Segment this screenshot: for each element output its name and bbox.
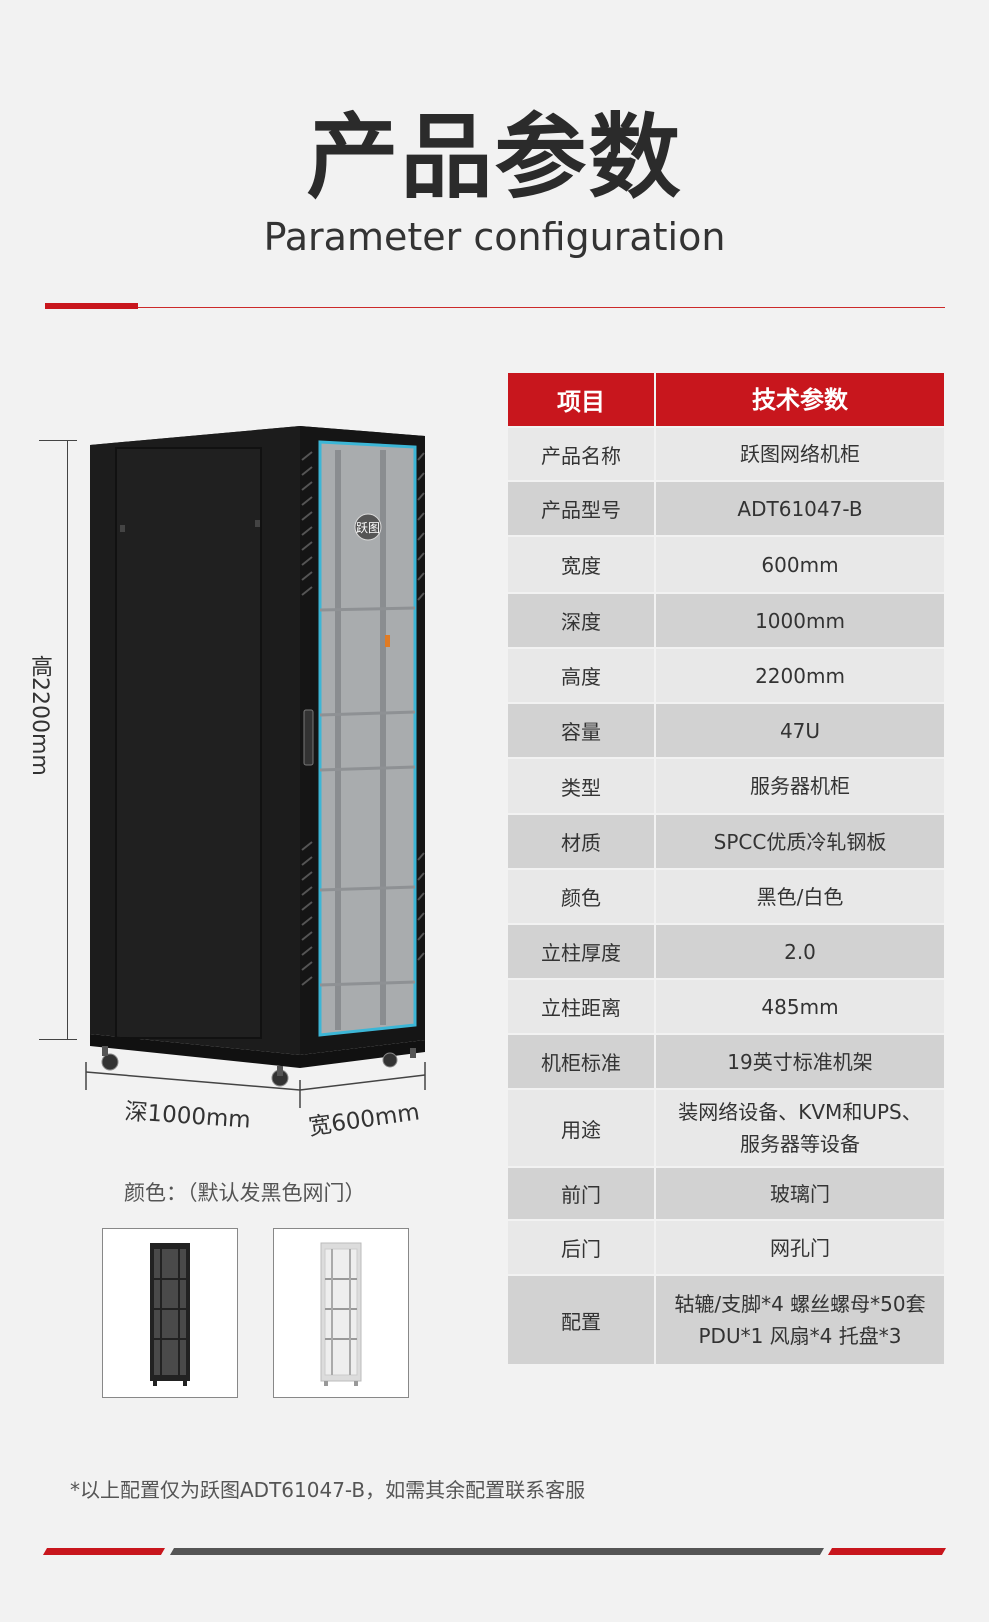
shelf-3 <box>319 765 416 772</box>
rail-marker <box>385 635 390 647</box>
spec-table: 项目 技术参数 产品名称 跃图网络机柜 产品型号 ADT61047-B 宽度 6… <box>508 373 944 1366</box>
footer-bar-gray <box>169 1548 825 1555</box>
door-handle <box>303 709 314 766</box>
white-cabinet-thumbnail <box>320 1242 362 1386</box>
footnote: *以上配置仅为跃图ADT61047-B，如需其余配置联系客服 <box>70 1478 586 1502</box>
table-row: 机柜标准 19英寸标准机架 <box>508 1035 944 1088</box>
side-hinge-2 <box>255 520 260 527</box>
base-dimension-lines <box>85 1062 426 1108</box>
table-row: 用途 装网络设备、KVM和UPS、服务器等设备 <box>508 1090 944 1166</box>
brand-logo-icon <box>354 513 382 541</box>
black-cabinet-thumbnail <box>150 1243 190 1386</box>
shelf-5 <box>319 980 416 987</box>
height-dimension-line <box>67 440 68 1039</box>
title-divider-accent <box>45 303 138 309</box>
table-row: 立柱厚度 2.0 <box>508 925 944 978</box>
leveling-feet <box>102 1046 416 1076</box>
spec-table-header: 项目 技术参数 <box>508 373 944 426</box>
color-option-white[interactable] <box>273 1228 409 1398</box>
header-item: 项目 <box>508 373 654 426</box>
height-dimension-top-tick <box>39 440 77 441</box>
table-row: 高度 2200mm <box>508 649 944 702</box>
height-dimension-bottom-tick <box>39 1039 77 1040</box>
rail-right <box>380 450 386 1025</box>
cabinet-door-edge <box>318 440 417 1037</box>
table-row: 配置 轱辘/支脚*4 螺丝螺母*50套 PDU*1 风扇*4 托盘*3 <box>508 1276 944 1364</box>
height-label: 高2200mm <box>27 654 52 776</box>
footer-bar-red-right <box>827 1548 947 1555</box>
cabinet-base <box>90 1034 425 1068</box>
brand-logo-text: 跃图 <box>356 521 380 535</box>
caster-wheels <box>101 1052 398 1087</box>
cabinet-side-inset <box>115 447 262 1039</box>
table-row: 前门 玻璃门 <box>508 1168 944 1219</box>
front-vents-right <box>417 452 425 961</box>
table-row: 后门 网孔门 <box>508 1221 944 1274</box>
table-row: 立柱距离 485mm <box>508 980 944 1033</box>
table-row: 容量 47U <box>508 704 944 757</box>
rail-left <box>335 450 341 1030</box>
table-row: 深度 1000mm <box>508 594 944 647</box>
color-options-label: 颜色：（默认发黑色网门） <box>124 1181 366 1205</box>
color-option-black[interactable] <box>102 1228 238 1398</box>
table-row: 宽度 600mm <box>508 537 944 592</box>
cabinet-image: 跃图 <box>90 426 425 1087</box>
shelf-2 <box>319 710 416 717</box>
table-row: 类型 服务器机柜 <box>508 759 944 813</box>
page-subtitle: Parameter configuration <box>263 215 726 259</box>
footer-bar-red-left <box>42 1548 166 1555</box>
page-title: 产品参数 <box>306 104 683 211</box>
front-vents-left <box>301 451 313 986</box>
shelf-1 <box>319 606 416 612</box>
header-spec: 技术参数 <box>656 373 944 426</box>
side-hinge-1 <box>120 525 125 532</box>
title-divider <box>45 307 945 308</box>
table-row: 产品名称 跃图网络机柜 <box>508 428 944 480</box>
table-row: 颜色 黑色/白色 <box>508 870 944 923</box>
shelf-4 <box>319 885 416 892</box>
table-row: 产品型号 ADT61047-B <box>508 482 944 535</box>
table-row: 材质 SPCC优质冷轧钢板 <box>508 815 944 868</box>
